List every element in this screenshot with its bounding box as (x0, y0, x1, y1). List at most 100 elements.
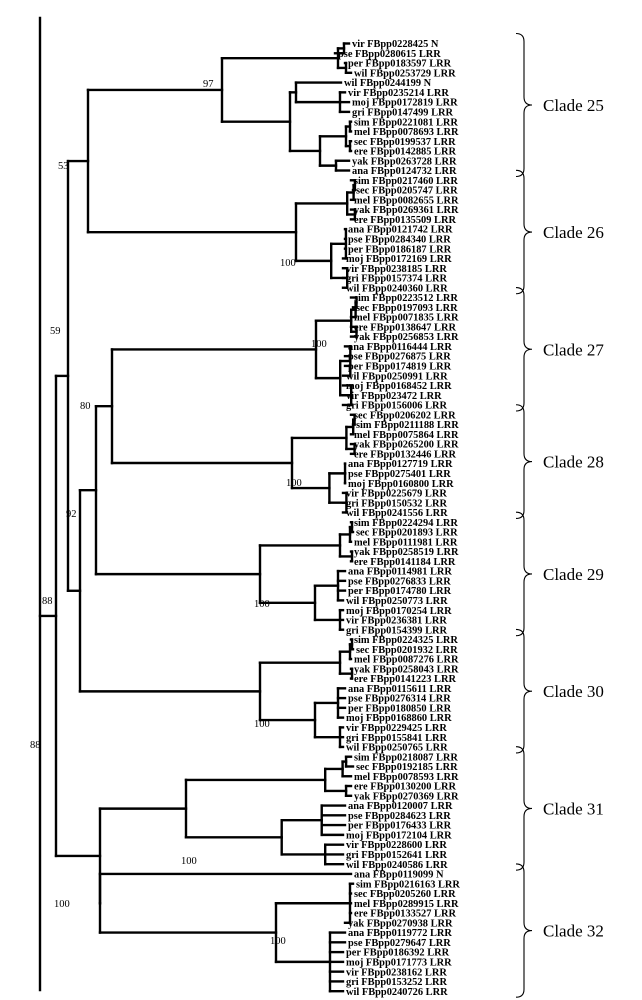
leaf-label: ana FBpp0120007 LRR (348, 801, 453, 812)
clade-brace (515, 404, 533, 520)
support-n80: 80 (80, 401, 91, 412)
leaf-label: pse FBpp0284340 LRR (348, 235, 451, 246)
leaf-label: yak FBpp0256853 LRR (354, 332, 459, 343)
leaf-label: pse FBpp0284623 LRR (348, 811, 451, 822)
leaf-label: ere FBpp0133527 LRR (354, 909, 456, 920)
support-n92: 92 (66, 509, 77, 520)
leaf-label: pse FBpp0280615 LRR (338, 49, 441, 60)
leaf-label: wil FBpp0241556 LRR (346, 508, 448, 519)
leaf-label: gri FBpp0152641 LRR (346, 850, 448, 861)
leaf-label: moj FBpp0168452 LRR (346, 381, 452, 392)
clade-label: Clade 25 (543, 96, 604, 115)
leaf-label: ere FBpp0142885 LRR (354, 147, 456, 158)
leaf-label: pse FBpp0279647 LRR (348, 938, 451, 949)
leaf-label: ana FBpp0116444 LRR (348, 342, 452, 353)
leaf-label: vir FBpp0236381 LRR (346, 616, 447, 627)
clade-brace (515, 286, 533, 412)
leaf-label: ana FBpp0119099 N (354, 870, 444, 881)
leaf-label: vir FBpp0238162 LRR (346, 967, 447, 978)
support-root-upper: 53 (58, 161, 69, 172)
leaf-label: sec FBpp0192185 LRR (356, 762, 458, 773)
leaf-label: wil FBpp0250765 LRR (346, 743, 448, 754)
leaf-label: mel FBpp0111981 LRR (354, 537, 458, 548)
clade-brace (515, 169, 533, 295)
leaf-label: ana FBpp0127719 LRR (348, 459, 453, 470)
clade-label: Clade 26 (543, 223, 604, 242)
support-c25: 97 (203, 79, 214, 90)
leaf-label: sec FBpp0201932 LRR (356, 645, 458, 656)
support-c30: 100 (254, 719, 270, 730)
leaf-label: sim FBpp0224294 LRR (354, 518, 458, 529)
leaf-label: per FBpp0183597 LRR (348, 59, 452, 70)
leaf-label: vir FBpp0228600 LRR (346, 840, 447, 851)
leaf-label: yak FBpp0270369 LRR (354, 791, 459, 802)
clade-label: Clade 27 (543, 340, 604, 359)
leaf-label: vir FBpp0238185 LRR (346, 264, 447, 275)
support-values: 97 53 100 59 100 80 100 92 100 100 88 88… (30, 79, 327, 947)
leaf-label: sec FBpp0199537 LRR (354, 137, 456, 148)
support-n88b: 88 (30, 740, 41, 751)
leaf-label: sim FBpp0216163 LRR (356, 879, 460, 890)
leaf-label: vir FBpp0228425 N (352, 39, 439, 50)
leaf-label: ere FBpp0141184 LRR (354, 557, 456, 568)
leaf-label: yak FBpp0258519 LRR (354, 547, 459, 558)
clade-label: Clade 28 (543, 453, 604, 472)
leaf-label: yak FBpp0269361 LRR (354, 205, 459, 216)
support-n59: 59 (50, 326, 61, 337)
leaf-label: wil FBpp0240360 LRR (346, 283, 448, 294)
leaf-label: vir FBpp0229425 LRR (346, 723, 447, 734)
leaf-label: yak FBpp0265200 LRR (354, 440, 459, 451)
leaf-label: per FBpp0176433 LRR (348, 821, 452, 832)
clade-braces (515, 32, 533, 998)
leaf-label: vir FBpp0225679 LRR (346, 489, 447, 500)
leaf-label: ana FBpp0119772 LRR (348, 928, 452, 939)
leaf-label: moj FBpp0170254 LRR (346, 606, 452, 617)
leaf-label: ere FBpp0138647 LRR (354, 322, 456, 333)
clade-brace (515, 511, 533, 637)
tree-branches (38, 16, 358, 993)
leaf-label: mel FBpp0082655 LRR (354, 195, 459, 206)
leaf-label: ana FBpp0124732 LRR (352, 166, 457, 177)
support-c26: 100 (280, 258, 296, 269)
clade-label: Clade 32 (543, 922, 604, 941)
leaf-label: ere FBpp0135509 LRR (354, 215, 456, 226)
leaf-label: sec FBpp0205747 LRR (356, 186, 458, 197)
leaf-label: ana FBpp0114981 LRR (348, 567, 452, 578)
leaf-label: gri FBpp0150532 LRR (346, 498, 448, 509)
leaf-label: per FBpp0174780 LRR (348, 586, 452, 597)
leaf-label: sim FBpp0211188 LRR (356, 420, 459, 431)
leaf-label: sec FBpp0201893 LRR (356, 528, 458, 539)
leaf-label: yak FBpp0263728 LRR (352, 156, 457, 167)
leaf-label: moj FBpp0171773 LRR (346, 957, 452, 968)
leaf-label: mel FBpp0087276 LRR (354, 655, 459, 666)
leaf-label: pse FBpp0276833 LRR (348, 576, 451, 587)
support-c28: 100 (286, 478, 302, 489)
clade-brace (515, 628, 533, 754)
leaf-label: moj FBpp0172819 LRR (352, 98, 458, 109)
leaf-label: wil FBpp0244199 N (344, 78, 432, 89)
support-n88a: 88 (42, 596, 53, 607)
leaf-label: pse FBpp0276875 LRR (348, 352, 451, 363)
leaf-label: moj FBpp0160800 LRR (348, 479, 454, 490)
leaf-label: sim FBpp0217460 LRR (354, 176, 458, 187)
leaf-label: gri FBpp0147499 LRR (352, 107, 454, 118)
leaf-label: moj FBpp0172169 LRR (346, 254, 452, 265)
leaf-label: mel FBpp0078693 LRR (354, 127, 459, 138)
support-c27: 100 (311, 339, 327, 350)
leaf-label: per FBpp0186392 LRR (346, 948, 450, 959)
clade-brace (515, 863, 533, 998)
leaf-label: ere FBpp0132446 LRR (354, 449, 456, 460)
leaf-label: sim FBpp0218087 LRR (354, 752, 458, 763)
leaf-label: gri FBpp0155841 LRR (346, 733, 448, 744)
leaf-label: sim FBpp0224325 LRR (354, 635, 458, 646)
support-c32: 100 (270, 936, 286, 947)
leaf-label: sec FBpp0197093 LRR (356, 303, 458, 314)
clade-brace (515, 32, 533, 178)
leaf-label: gri FBpp0156006 LRR (346, 401, 448, 412)
clade-label: Clade 30 (543, 682, 604, 701)
support-c29: 100 (254, 599, 270, 610)
clade-brace (515, 746, 533, 871)
